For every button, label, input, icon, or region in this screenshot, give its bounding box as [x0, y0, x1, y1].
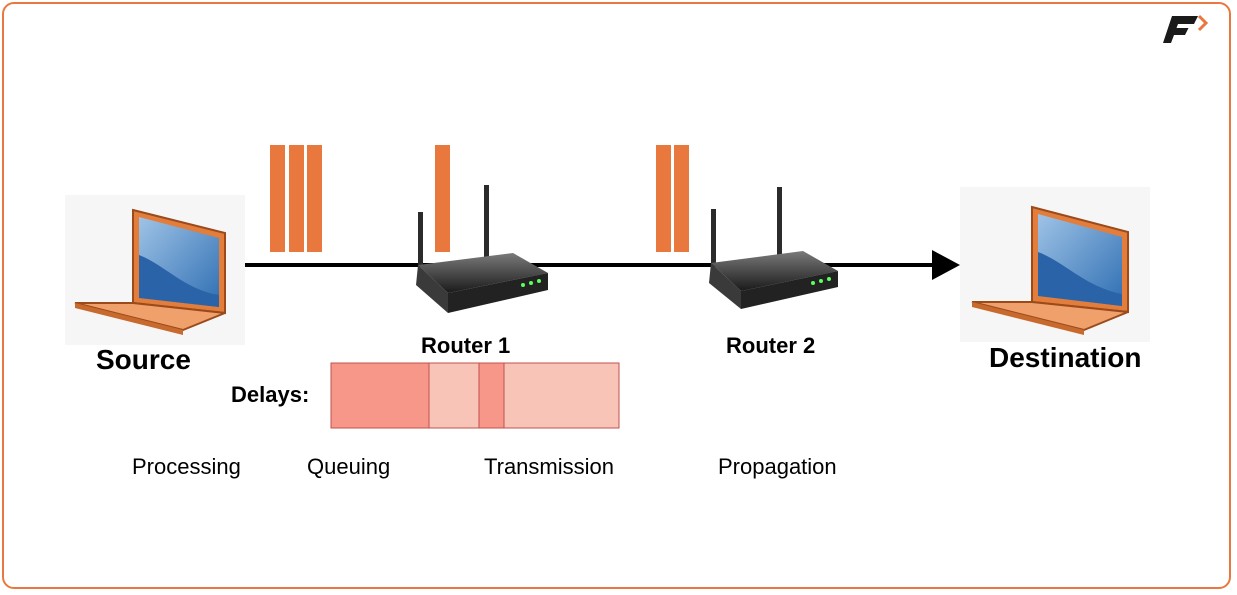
delay-segment-propagation [503, 362, 620, 429]
packets-source [270, 145, 322, 252]
delay-type-transmission: Transmission [484, 454, 614, 479]
router-icon [709, 187, 838, 309]
delay-bar [330, 362, 620, 429]
arrow-head-icon [932, 250, 960, 280]
laptop-icon [960, 187, 1150, 342]
delay-segment-processing [330, 362, 430, 429]
router1-label: Router 1 [421, 333, 511, 358]
delay-segment-queuing [428, 362, 480, 429]
router2-label: Router 2 [726, 333, 816, 358]
delays-label: Delays: [231, 382, 310, 407]
delay-segment-transmission [478, 362, 505, 429]
packets-router1 [435, 145, 450, 252]
delay-type-queuing: Queuing [307, 454, 391, 479]
laptop-icon [65, 195, 245, 345]
delay-type-propagation: Propagation [718, 454, 837, 479]
destination-label: Destination [989, 342, 1142, 373]
packets-router2 [656, 145, 689, 252]
logo-icon [1163, 14, 1209, 43]
source-label: Source [96, 344, 191, 375]
delay-type-processing: Processing [132, 454, 241, 479]
router-icon [416, 185, 548, 313]
